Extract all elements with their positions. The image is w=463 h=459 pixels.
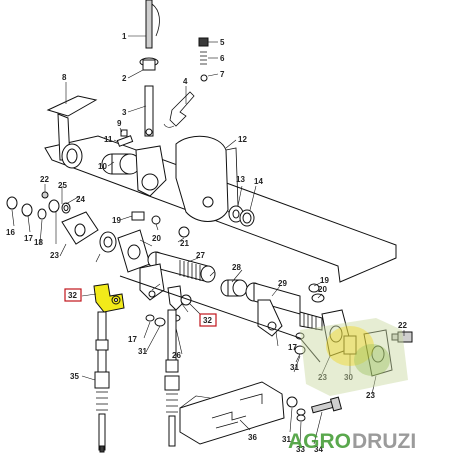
callout-22-right: 22 xyxy=(398,321,407,330)
small-parts-5-6-7 xyxy=(198,37,209,82)
callout-11: 11 xyxy=(104,135,113,144)
collar-2-body xyxy=(142,59,156,71)
callout-labels: 1 2 3 4 5 6 7 8 9 10 11 12 13 14 16 17 1… xyxy=(6,32,407,454)
cylinder-10 xyxy=(101,153,141,175)
callout-10: 10 xyxy=(98,162,107,171)
callout-box-32-right xyxy=(199,313,217,327)
washer-18 xyxy=(37,208,47,220)
bolt-16 xyxy=(6,196,18,210)
callout-20-right: 20 xyxy=(318,285,327,294)
callout-19-left: 19 xyxy=(112,216,121,225)
nut-21 xyxy=(178,226,190,238)
bolt-34 xyxy=(310,396,343,414)
nut-31-mid xyxy=(154,317,166,327)
fitting-32-highlighted xyxy=(93,283,125,313)
callout-4: 4 xyxy=(183,77,188,86)
callout-30: 30 xyxy=(344,373,353,382)
callout-35: 35 xyxy=(70,372,79,381)
callout-36: 36 xyxy=(248,433,257,442)
washer-20-mid xyxy=(151,215,161,225)
callout-28: 28 xyxy=(232,263,241,272)
callout-19-right: 19 xyxy=(320,276,329,285)
callout-16: 16 xyxy=(6,228,15,237)
callout-31-bottom: 31 xyxy=(282,435,291,444)
lever-rod-1 xyxy=(145,0,153,49)
spring-4 xyxy=(169,91,195,127)
callout-17-mid: 17 xyxy=(128,335,137,344)
shaft-29 xyxy=(245,282,301,337)
agrodruzi-watermark: AGRO DRUZI xyxy=(288,318,416,453)
washer-17-bottom xyxy=(296,414,306,422)
callout-32-right: 32 xyxy=(203,316,212,325)
callout-33: 33 xyxy=(296,445,305,454)
nut-33 xyxy=(286,396,298,408)
callout-9: 9 xyxy=(117,119,122,128)
callout-13: 13 xyxy=(236,175,245,184)
callout-box-32-left xyxy=(64,288,82,302)
shaft-3 xyxy=(144,85,154,137)
bolt-19 xyxy=(131,211,145,221)
washer-31-bottom xyxy=(296,408,306,416)
callout-5: 5 xyxy=(220,38,225,47)
callout-18: 18 xyxy=(34,238,43,247)
callout-8: 8 xyxy=(62,73,67,82)
callout-2: 2 xyxy=(122,74,127,83)
washer-20-left xyxy=(48,199,60,213)
cable-right xyxy=(164,309,180,447)
lower-base-plate xyxy=(119,275,321,363)
nut-24-right xyxy=(308,283,320,293)
leader-lines xyxy=(11,35,405,445)
callout-12: 12 xyxy=(238,135,247,144)
callout-1: 1 xyxy=(122,32,127,41)
callout-34: 34 xyxy=(314,445,323,454)
pin-22-right xyxy=(391,331,413,343)
watermark-druzi: DRUZI xyxy=(352,430,416,453)
bolt-22 xyxy=(41,191,49,199)
cap-5 xyxy=(198,37,209,47)
callout-25: 25 xyxy=(58,181,67,190)
callout-31-right: 31 xyxy=(290,363,299,372)
cable-35-left xyxy=(94,311,110,453)
left-fastener-stack xyxy=(6,191,71,220)
callout-20-mid: 20 xyxy=(152,234,161,243)
washer-17-left xyxy=(21,203,33,217)
lever-assembly xyxy=(139,0,160,137)
splined-end xyxy=(299,311,323,331)
callout-26: 26 xyxy=(172,351,181,360)
callout-23-right: 23 xyxy=(366,391,375,400)
washer-17-mid xyxy=(145,314,155,322)
callout-23-mid: 23 xyxy=(318,373,327,382)
callout-22-left: 22 xyxy=(40,175,49,184)
callout-32-left: 32 xyxy=(68,291,77,300)
callout-6: 6 xyxy=(220,54,225,63)
callout-3: 3 xyxy=(122,108,127,117)
fitting-32 xyxy=(167,285,183,311)
callout-21: 21 xyxy=(180,239,189,248)
pin-11 xyxy=(116,135,134,147)
spring-6 xyxy=(200,51,207,65)
callout-17-right: 17 xyxy=(288,343,297,352)
bushing-28 xyxy=(220,279,248,297)
ball-7 xyxy=(200,74,208,82)
hand-grip-8 xyxy=(46,95,98,169)
callout-14: 14 xyxy=(254,177,263,186)
watermark-agro: AGRO xyxy=(288,430,351,453)
callout-24: 24 xyxy=(76,195,85,204)
watermark-emblem xyxy=(300,318,408,396)
pin-9 xyxy=(120,129,128,137)
callout-23-left: 23 xyxy=(50,251,59,260)
callout-7: 7 xyxy=(220,70,225,79)
callout-17-left: 17 xyxy=(24,234,33,243)
lever-arm xyxy=(139,263,165,301)
callout-29: 29 xyxy=(278,279,287,288)
callout-27: 27 xyxy=(196,251,205,260)
callout-31-mid: 31 xyxy=(138,347,147,356)
housing-12 xyxy=(175,135,239,222)
guide-bracket-36 xyxy=(179,381,285,445)
